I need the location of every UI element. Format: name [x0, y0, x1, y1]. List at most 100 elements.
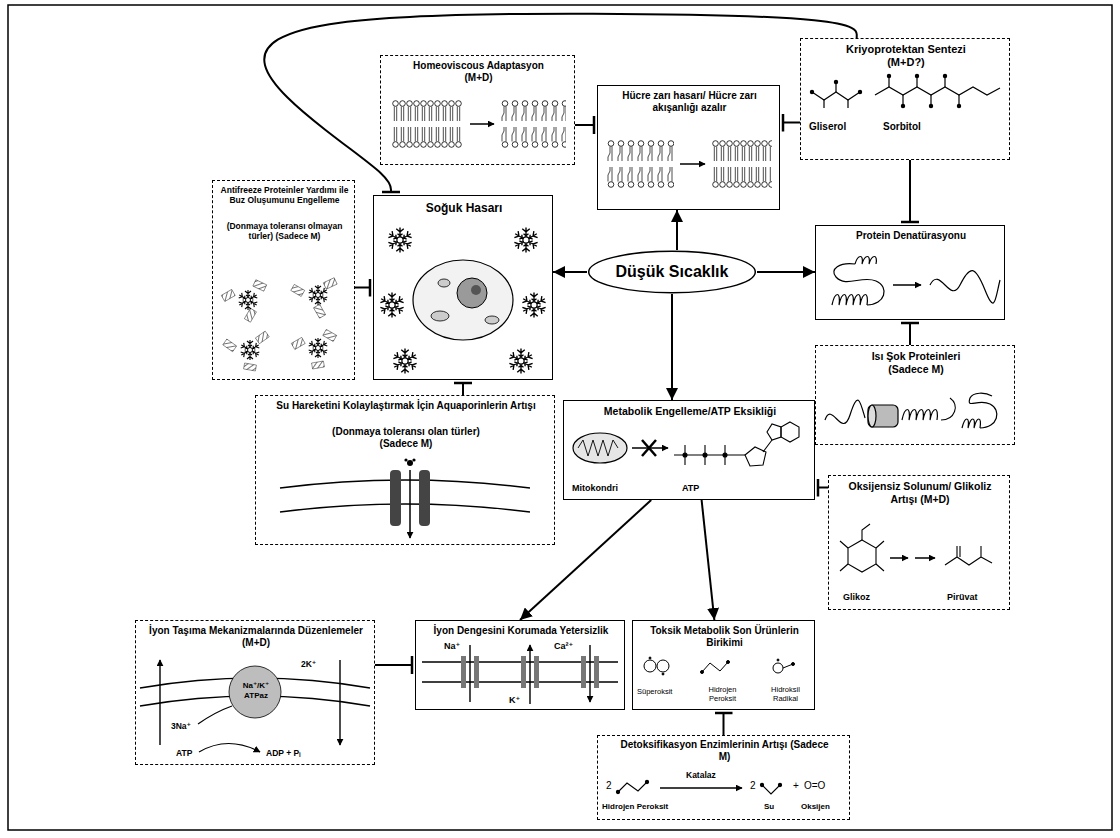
antifreeze-protein	[244, 363, 257, 371]
antifreeze-protein	[323, 278, 337, 289]
ion-pump-illustration	[339, 660, 340, 745]
catalase-reaction	[645, 780, 648, 783]
lipid-bilayer	[392, 100, 566, 148]
ice-crystal	[308, 338, 328, 358]
box-title: Soğuk Hasarı	[374, 201, 554, 215]
inhibition-line	[783, 122, 800, 124]
aquaporin-illustration	[409, 470, 411, 538]
catalase-reaction	[762, 785, 780, 794]
lipid-bilayer	[500, 100, 566, 148]
inhibition-line	[264, 14, 856, 192]
ion-channel-illustration	[581, 656, 586, 688]
antifreeze-protein	[221, 289, 235, 301]
ion-channel-illustration	[534, 656, 539, 688]
box-title: Isı Şok Proteinleri (Sadece M)	[856, 350, 976, 375]
molecule-structure	[810, 90, 813, 93]
box-title: İyon Dengesini Korumada Yetersizlik	[416, 625, 626, 637]
antifreeze-protein	[255, 331, 269, 344]
box-title: Kriyoprotektan Sentezi (M+D?)	[831, 43, 981, 69]
box-label: ADP + Pᵢ	[266, 748, 321, 758]
box-label: +	[793, 780, 803, 792]
chaperone-illustration	[868, 405, 898, 427]
lipid-bilayer	[500, 100, 566, 148]
text-slot: Düşük Sıcaklık	[587, 262, 757, 281]
catalase-reaction	[778, 783, 781, 786]
text-slot: 2	[606, 780, 616, 792]
text-slot: (Donmaya toleransı olmayan türler) (Sade…	[217, 221, 352, 241]
text-slot: Oksijen	[801, 802, 846, 812]
molecule-structure	[887, 74, 890, 77]
box-label: Katalaz	[686, 770, 736, 780]
ice-crystal	[508, 349, 533, 374]
aquaporin-illustration	[407, 460, 413, 466]
box-label: Sorbitol	[883, 121, 953, 133]
ion-channel-illustration	[529, 645, 530, 704]
cell-illustration	[438, 279, 450, 287]
chaperone-illustration	[825, 400, 865, 424]
box-label: Glikoz	[843, 592, 893, 603]
ion-pump-illustration	[140, 660, 370, 752]
ion-channel-illustration	[461, 656, 466, 688]
text-slot: Sorbitol	[883, 121, 953, 133]
text-slot: Protein Denatürasyonu	[816, 230, 1006, 242]
inhibition-line	[818, 487, 828, 489]
text-slot: ATP	[682, 483, 722, 494]
aquaporin-illustration	[390, 470, 401, 526]
text-slot: 3Na⁺	[171, 721, 203, 731]
mitochondrion	[642, 440, 656, 456]
cell-illustration	[431, 311, 449, 321]
catalase-reaction	[618, 782, 647, 792]
damage-box: Soğuk Hasarı	[373, 195, 553, 380]
adaptation-box: Detoksifikasyon Enzimlerinin Artışı (Sad…	[597, 735, 850, 820]
text-slot: Detoksifikasyon Enzimlerinin Artışı (Sad…	[617, 739, 832, 763]
catalase-reaction	[760, 783, 763, 786]
text-slot: Glikoz	[843, 592, 893, 603]
text-slot: Na⁺	[444, 641, 468, 652]
inhibition-line	[909, 323, 911, 345]
text-slot: Hidrojen Peroksit	[695, 685, 750, 703]
adaptation-box: Homeoviscous Adaptasyon (M+D)	[380, 55, 575, 165]
mitochondrion	[573, 433, 627, 463]
box-label: Gliserol	[809, 121, 869, 133]
text-slot: Antifreeze Proteinler Yardımı ile Buz Ol…	[217, 185, 352, 205]
mitochondrion	[578, 440, 618, 456]
chaperone-illustration	[825, 393, 997, 428]
text-slot: Ca²⁺	[554, 641, 586, 652]
chaperone-illustration	[969, 393, 997, 428]
text-slot: Katalaz	[686, 770, 736, 780]
lipid-bilayer	[606, 140, 674, 188]
radical-structure	[727, 661, 730, 664]
box-label: ATP	[682, 483, 722, 494]
ion-pump-illustration	[159, 660, 160, 745]
adaptation-box: Kriyoprotektan Sentezi (M+D?) Gliserol Sor…	[800, 38, 1010, 160]
cell-illustration	[485, 316, 499, 324]
box-label: Mitokondri	[572, 483, 642, 494]
chaperone-illustration	[902, 410, 937, 421]
radical-structure	[649, 657, 651, 659]
adaptation-box: Su Hareketini Kolaylaştırmak İçin Aquapo…	[255, 395, 555, 545]
adaptation-box: Isı Şok Proteinleri (Sadece M)	[815, 345, 1015, 445]
box-label: Süperoksit	[637, 687, 691, 696]
chaperone-illustration	[868, 405, 876, 427]
box-label: Hidroksil Radikal	[758, 685, 813, 703]
molecule-structure	[889, 76, 959, 106]
stress-ellipse: Düşük Sıcaklık	[587, 250, 757, 294]
glycolysis-structure	[915, 557, 935, 559]
atp-structure	[683, 453, 687, 457]
molecule-structure	[943, 74, 946, 77]
text-slot: İyon Dengesini Korumada Yetersizlik	[416, 625, 626, 637]
ice-crystal	[240, 340, 260, 360]
protein-illustration	[855, 257, 876, 265]
text-slot: ATP	[176, 748, 204, 758]
text-slot: Su	[764, 802, 786, 812]
lipid-bilayer	[606, 140, 772, 188]
outer-frame	[8, 5, 1112, 830]
ice-crystal	[238, 290, 258, 310]
ice-crystal	[392, 349, 417, 374]
text-slot: Hidrojen Peroksit	[602, 802, 692, 812]
glycolysis-structure	[840, 524, 884, 571]
lipid-bilayer	[392, 100, 462, 148]
antifreeze-protein	[253, 280, 267, 291]
glycolysis-structure	[848, 540, 876, 572]
adaptation-box: Antifreeze Proteinler Yardımı ile Buz Ol…	[212, 180, 355, 380]
